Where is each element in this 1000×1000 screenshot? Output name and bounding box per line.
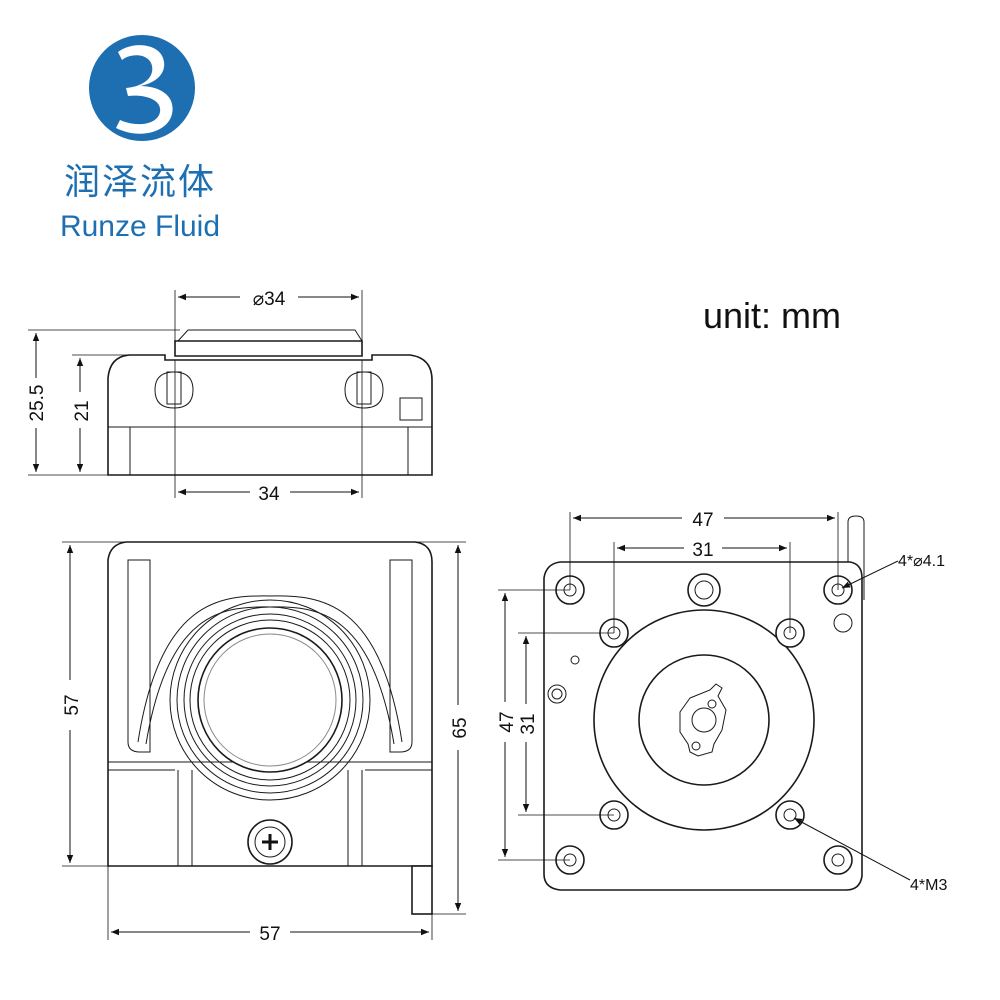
rear-inner-hole	[775, 800, 805, 830]
logo-letter-b	[116, 45, 173, 134]
side-body	[107, 354, 433, 476]
side-slot-right	[344, 371, 384, 409]
side-view: ⌀34 34 25.5 21	[27, 289, 433, 505]
unit-label: unit: mm	[703, 295, 841, 336]
front-view: 57 57 65	[62, 541, 471, 945]
rear-shaft	[679, 683, 727, 757]
front-tab	[411, 865, 433, 915]
rear-top-port	[687, 573, 721, 607]
side-body-height-label: 21	[72, 400, 93, 421]
side-bottom-width-label: 34	[258, 484, 280, 505]
front-height-label: 57	[62, 694, 83, 715]
side-lid	[174, 340, 363, 357]
brand-name-en: Runze Fluid	[60, 210, 220, 243]
side-top-width-label: ⌀34	[253, 289, 286, 310]
rear-inner-spacing-label: 31	[692, 540, 713, 561]
rear-view: 47 31 47 31 4*⌀4.1 4*M3	[497, 510, 947, 894]
rear-thread-callout: 4*M3	[910, 877, 947, 894]
rear-hole-callout: 4*⌀4.1	[898, 553, 945, 570]
side-total-height-label: 25.5	[27, 385, 48, 422]
brand-name-cn: 润泽流体	[64, 162, 216, 203]
rear-outer-vertical-label: 47	[497, 711, 518, 732]
front-width-label: 57	[259, 924, 280, 945]
rear-outer-hole	[823, 845, 853, 875]
brand-logo: 润泽流体 Runze Fluid	[60, 35, 220, 243]
front-total-height-label: 65	[450, 717, 471, 738]
rear-motor-hub	[638, 654, 770, 786]
side-slot-left	[154, 371, 194, 409]
rear-outer-spacing-label: 47	[692, 510, 713, 531]
rear-inner-vertical-label: 31	[518, 713, 539, 734]
rotor-outer-ring	[169, 599, 371, 801]
